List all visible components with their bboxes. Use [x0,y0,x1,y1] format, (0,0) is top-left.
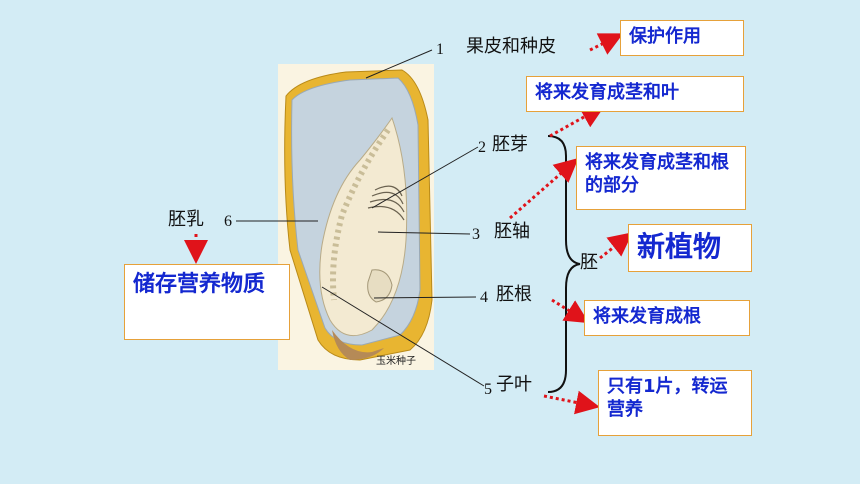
part-name-endosperm: 胚乳 [168,209,204,230]
leader-line-5 [321,286,485,387]
kernel-caption: 玉米种子 [376,356,416,367]
function-box-pericarp: 保护作用 [620,20,744,56]
arrow-radicle-function [551,298,590,324]
part-number-2: 2 [478,139,486,156]
part-name-plumule: 胚芽 [492,134,528,155]
function-box-hypocotyl: 将来发育成茎和根的部分 [576,146,746,210]
leader-line-3 [377,231,471,235]
kernel-scutellum [330,128,391,301]
function-box-embryo: 新植物 [628,224,752,272]
kernel-plumule [367,185,405,221]
arrow-embryo-function [599,232,633,260]
part-number-5: 5 [484,381,492,398]
part-name-radicle: 胚根 [496,284,532,305]
part-number-1: 1 [436,41,444,58]
arrow-cotyledon-function [543,390,600,415]
embryo-label: 胚 [580,252,598,273]
function-box-radicle: 将来发育成根 [584,300,750,336]
function-box-cotyledon: 只有1片，转运营养 [598,370,752,436]
leader-line-4 [373,296,477,299]
part-name-hypocotyl: 胚轴 [494,221,530,242]
arrow-plumule-function [549,105,606,138]
part-number-3: 3 [472,226,480,243]
leader-line-2 [371,146,479,209]
part-name-pericarp: 果皮和种皮 [466,36,556,57]
part-name-cotyledon: 子叶 [496,374,532,395]
function-box-endosperm: 储存营养物质 [124,264,290,340]
leader-line-1 [365,49,433,79]
function-box-plumule: 将来发育成茎和叶 [526,76,744,112]
part-number-4: 4 [480,289,488,306]
embryo-bracket [547,135,581,393]
arrow-pericarp-function [589,33,624,55]
part-number-6: 6 [224,213,232,230]
kernel-tip-cap [332,330,384,360]
arrow-hypocotyl-function [509,158,579,220]
